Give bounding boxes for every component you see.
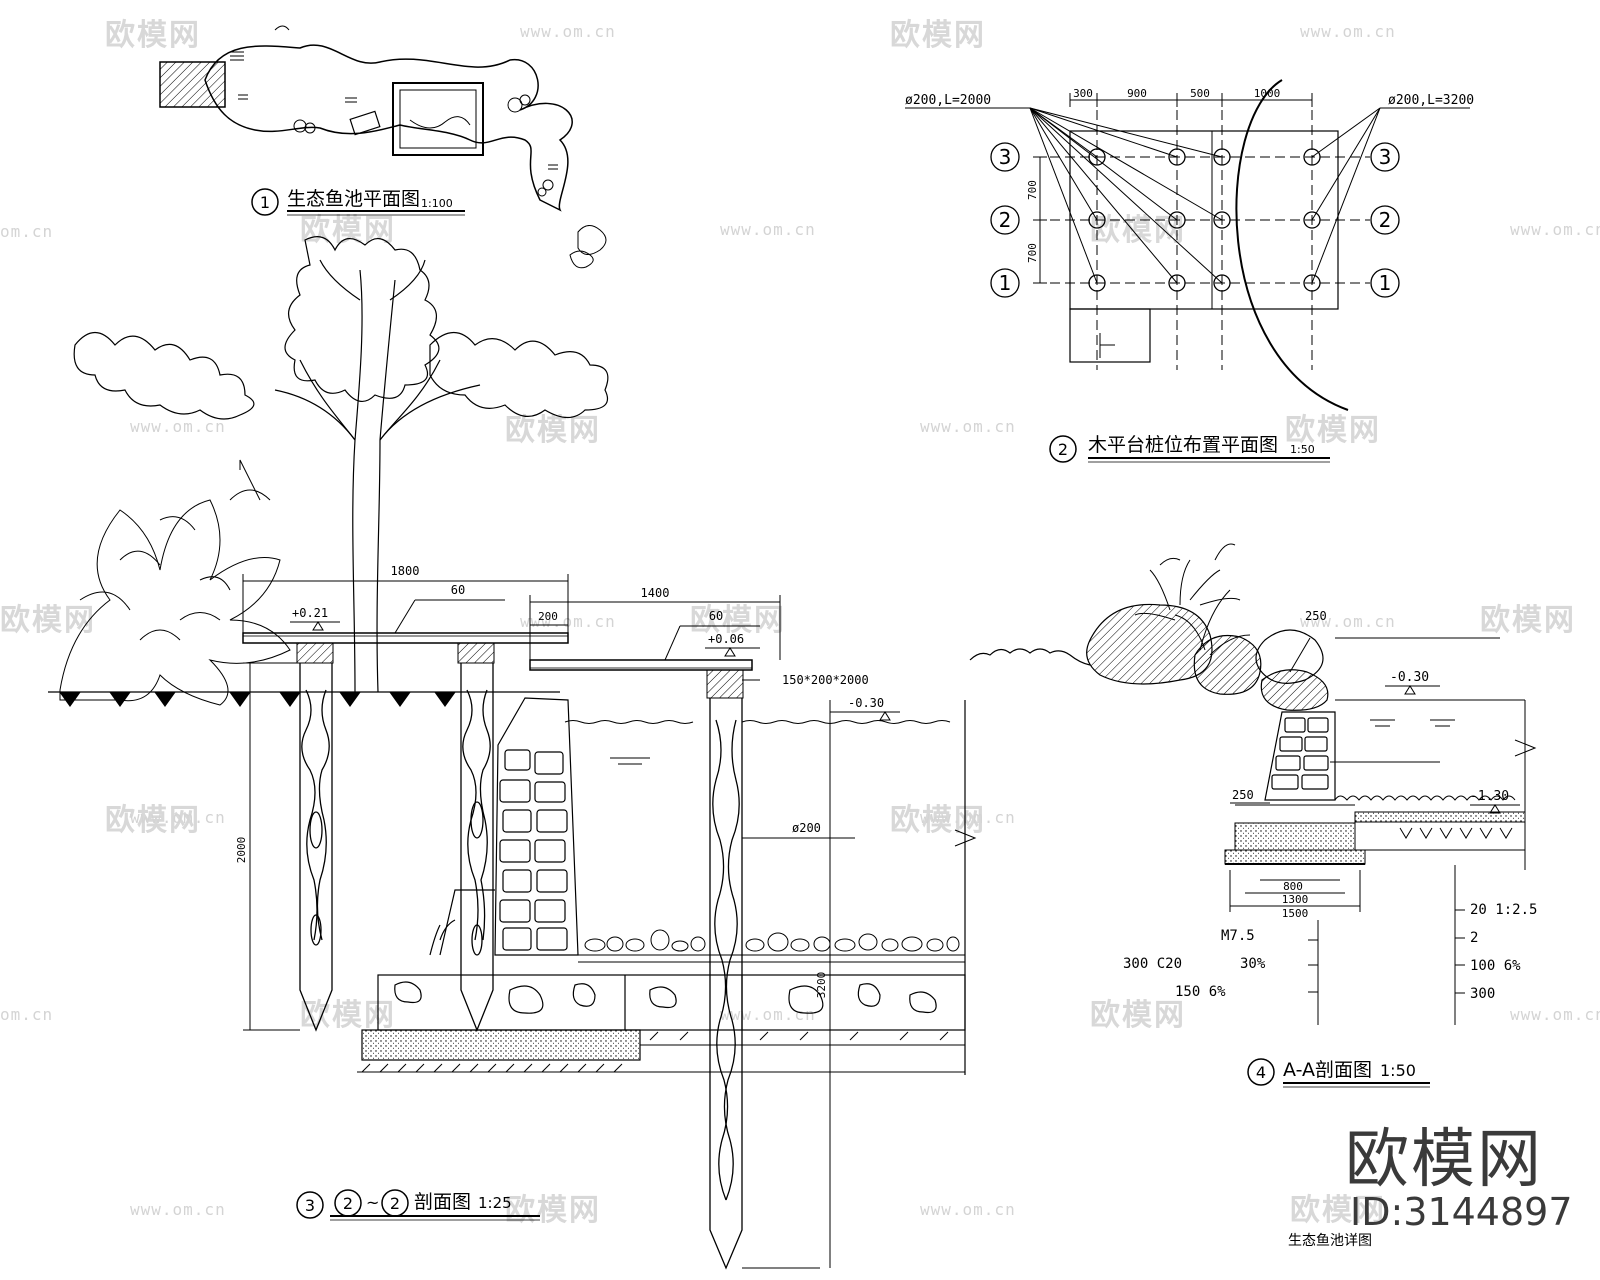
dim-300: 300 — [1073, 87, 1093, 100]
dim-1300: 1300 — [1282, 893, 1309, 906]
dim-700-b: 700 — [1026, 243, 1039, 263]
pond-outline — [204, 44, 573, 212]
dim-200: 200 — [538, 610, 558, 623]
axis-1-left: 1 — [999, 271, 1012, 295]
deck-upper — [242, 632, 569, 644]
shrub-elevation — [59, 459, 291, 706]
pile-diameter: ø200 — [792, 821, 821, 835]
pebble-bed — [578, 929, 965, 963]
axis-3-left: 3 — [999, 145, 1012, 169]
label-300: 300 — [1470, 986, 1495, 1002]
pile-plan-title-text: 木平台桩位布置平面图 — [1088, 434, 1278, 456]
dim-1000: 1000 — [1254, 87, 1281, 100]
label-150-6pct: 150 6% — [1175, 984, 1226, 1000]
axis-1-right: 1 — [1379, 271, 1392, 295]
plan-title-marker — [251, 188, 279, 216]
level-021: +0.21 — [292, 606, 328, 620]
earth-line — [357, 1031, 965, 1073]
pile-markers — [1088, 148, 1321, 292]
level-aa-130: -1.30 — [1470, 789, 1509, 804]
deck-lower — [529, 659, 753, 671]
retaining-wall-aa — [1264, 711, 1336, 801]
label-c20: 300 C20 — [1123, 956, 1182, 972]
dim-2000: 2000 — [235, 837, 248, 864]
section-aa-number: 4 — [1256, 1063, 1266, 1082]
label-20-125: 20 1:2.5 — [1470, 902, 1537, 918]
pile-spec-right: ø200,L=3200 — [1388, 93, 1474, 108]
section-aa-title: 4 A-A剖面图 1:50 — [1247, 1058, 1430, 1088]
section-22-title: 3 2 ~ 2 剖面图 1:25 — [296, 1189, 540, 1221]
model-id: ID:3144897 — [1350, 1190, 1573, 1234]
axis-2-left: 2 — [999, 208, 1012, 232]
water-aa — [1335, 699, 1537, 870]
ground-left — [48, 691, 560, 708]
axis-3-right: 3 — [1379, 145, 1392, 169]
section-aa-title-text: A-A剖面图 — [1283, 1059, 1372, 1081]
bridge-plan — [349, 110, 381, 136]
dim-3200: 3200 — [815, 972, 828, 999]
dim-500: 500 — [1190, 87, 1210, 100]
pile-plan-view: ø200,L=2000 ø200,L=3200 300 900 500 1000… — [905, 79, 1474, 463]
label-m75: M7.5 — [1221, 928, 1255, 944]
deck-plan — [392, 82, 484, 156]
plan-number: 1 — [260, 193, 270, 212]
gravel-base — [361, 1029, 641, 1061]
level-006: +0.06 — [708, 632, 744, 646]
section-22-number: 3 — [305, 1196, 315, 1215]
svg-text:~: ~ — [366, 1193, 379, 1212]
dim-900: 900 — [1127, 87, 1147, 100]
detail-title-footer: 生态鱼池详图 — [1288, 1233, 1372, 1249]
section-22-view: 1800 1400 200 60 60 +0.21 +0.06 -0.30 15… — [48, 236, 977, 1270]
label-100-6pct: 100 6% — [1470, 958, 1521, 974]
dim-250-a: 250 — [1305, 609, 1327, 623]
tree-elevation — [73, 236, 609, 693]
boulders — [1086, 603, 1329, 711]
dim-60-b: 60 — [709, 609, 723, 623]
axis-bubbles — [990, 142, 1400, 298]
pond-edge-arc — [1235, 79, 1349, 411]
section-22-title-text: 剖面图 — [414, 1191, 471, 1213]
pile-plan-title: 2 木平台桩位布置平面图 1:50 — [1049, 434, 1330, 463]
pavilion-plan — [159, 61, 226, 108]
axis-2-right: 2 — [1379, 208, 1392, 232]
beam-section — [706, 669, 744, 699]
section-aa-scale: 1:50 — [1380, 1061, 1416, 1080]
dim-60-a: 60 — [451, 583, 465, 597]
plan-scale: 1:100 — [421, 197, 453, 210]
timber-piles — [299, 663, 743, 1270]
dim-250-b: 250 — [1232, 788, 1254, 802]
pile-plan-number: 2 — [1058, 440, 1068, 459]
level-aa-030: -0.30 — [1390, 670, 1429, 685]
section-aa-dimensions — [1229, 637, 1520, 1025]
section-22-dimensions — [242, 574, 900, 1269]
label-30pct: 30% — [1240, 956, 1266, 972]
pond-plan-view: 1 生态鱼池平面图 1:100 — [159, 25, 607, 269]
pond-bed-aa — [1224, 795, 1526, 865]
section-22-ref-a: 2 — [343, 1194, 353, 1213]
dim-800: 800 — [1283, 880, 1303, 893]
pile-plan-scale: 1:50 — [1290, 443, 1315, 456]
water-line — [564, 720, 951, 765]
dim-1400: 1400 — [641, 586, 670, 600]
pile-spec-left: ø200,L=2000 — [905, 93, 991, 108]
dim-1500: 1500 — [1282, 907, 1309, 920]
brand-logo: 欧模网 — [1345, 1123, 1543, 1197]
grass-edge — [969, 648, 1091, 666]
plant-cluster-plan — [230, 25, 607, 269]
label-2: 2 — [1470, 930, 1478, 946]
dim-1800: 1800 — [391, 564, 420, 578]
level-030-a: -0.30 — [848, 696, 884, 710]
section-22-ref-b: 2 — [390, 1194, 400, 1213]
plan-title: 1 生态鱼池平面图 1:100 — [251, 188, 465, 216]
beam-size: 150*200*2000 — [782, 673, 869, 687]
plants-aa — [1134, 543, 1251, 656]
dim-700-a: 700 — [1026, 180, 1039, 200]
section-22-scale: 1:25 — [478, 1194, 512, 1212]
section-aa-view: 250 250 -0.30 -1.30 800 1300 1500 M7.5 3… — [969, 543, 1537, 1088]
stone-wall — [429, 697, 579, 956]
plan-title-text: 生态鱼池平面图 — [287, 188, 420, 210]
